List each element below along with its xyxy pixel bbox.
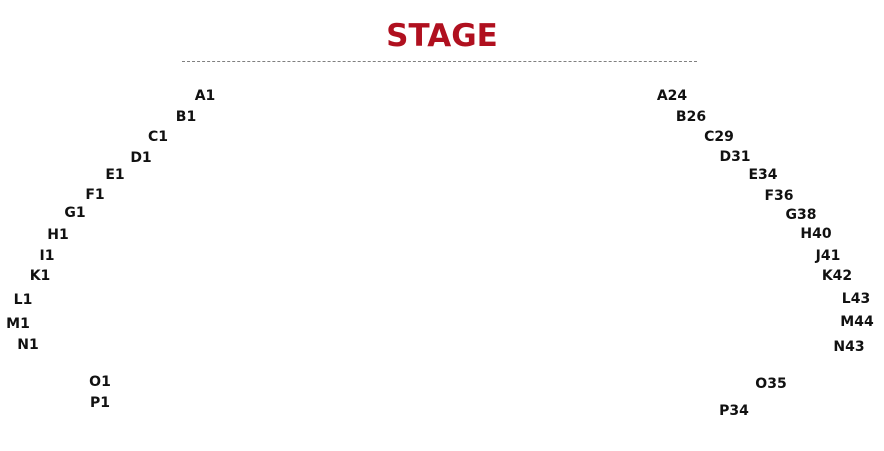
seat-label-e1[interactable]: E1 xyxy=(105,167,125,183)
seat-label-k42[interactable]: K42 xyxy=(821,268,853,284)
seat-label-f36[interactable]: F36 xyxy=(764,188,794,204)
seat-label-b26[interactable]: B26 xyxy=(675,109,707,125)
seat-label-f1[interactable]: F1 xyxy=(85,187,105,203)
seat-label-i1[interactable]: I1 xyxy=(39,248,55,264)
seat-label-n43[interactable]: N43 xyxy=(833,339,865,355)
seat-label-k1[interactable]: K1 xyxy=(29,268,51,284)
seat-label-o35[interactable]: O35 xyxy=(755,376,787,392)
seat-label-n1[interactable]: N1 xyxy=(17,337,39,353)
seat-label-p34[interactable]: P34 xyxy=(719,403,749,419)
seat-label-o1[interactable]: O1 xyxy=(89,374,111,390)
seat-label-e34[interactable]: E34 xyxy=(748,167,778,183)
seat-label-a1[interactable]: A1 xyxy=(194,88,216,104)
stage-title: STAGE xyxy=(386,18,498,54)
seat-label-g1[interactable]: G1 xyxy=(64,205,86,221)
seat-label-j41[interactable]: J41 xyxy=(815,248,841,264)
seat-label-h1[interactable]: H1 xyxy=(47,227,69,243)
seat-label-d31[interactable]: D31 xyxy=(719,149,751,165)
seat-label-m1[interactable]: M1 xyxy=(6,316,30,332)
stage-edge-divider xyxy=(182,61,697,62)
seat-label-a24[interactable]: A24 xyxy=(656,88,688,104)
seat-label-d1[interactable]: D1 xyxy=(130,150,152,166)
seat-label-p1[interactable]: P1 xyxy=(89,395,111,411)
seat-label-m44[interactable]: M44 xyxy=(840,314,874,330)
seat-label-c29[interactable]: C29 xyxy=(704,129,734,145)
seat-label-l1[interactable]: L1 xyxy=(13,292,33,308)
seat-label-c1[interactable]: C1 xyxy=(147,129,169,145)
seat-label-l43[interactable]: L43 xyxy=(841,291,871,307)
seat-label-g38[interactable]: G38 xyxy=(785,207,817,223)
seat-label-h40[interactable]: H40 xyxy=(800,226,832,242)
seat-label-b1[interactable]: B1 xyxy=(175,109,197,125)
